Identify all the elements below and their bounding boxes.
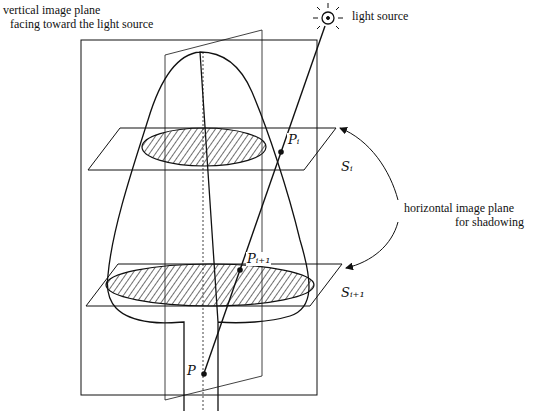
horizontal-plane-upper	[88, 128, 336, 170]
vertical-image-plane	[81, 40, 317, 395]
light-ray	[203, 26, 325, 376]
leader-arrows	[340, 128, 398, 268]
point-symbol: Pᵢ₊₁	[246, 252, 271, 266]
image-planes	[81, 30, 317, 400]
plane-symbol: Sᵢ₊₁	[340, 286, 366, 300]
light-label: light source	[352, 10, 408, 23]
plane-label: facing toward the light source	[10, 18, 153, 31]
tree	[107, 52, 309, 411]
plane-symbol: Sᵢ	[340, 160, 354, 174]
ray-points	[201, 149, 284, 377]
plane-label: horizontal image plane	[404, 202, 514, 215]
plane-label: for shadowing	[455, 216, 524, 229]
point-symbol: Pᵢ	[287, 133, 300, 147]
light-source-symbol	[313, 3, 343, 29]
horizontal-plane-lower	[86, 264, 342, 306]
plane-label: vertical image plane	[3, 4, 100, 17]
point-symbol: P	[186, 364, 197, 378]
